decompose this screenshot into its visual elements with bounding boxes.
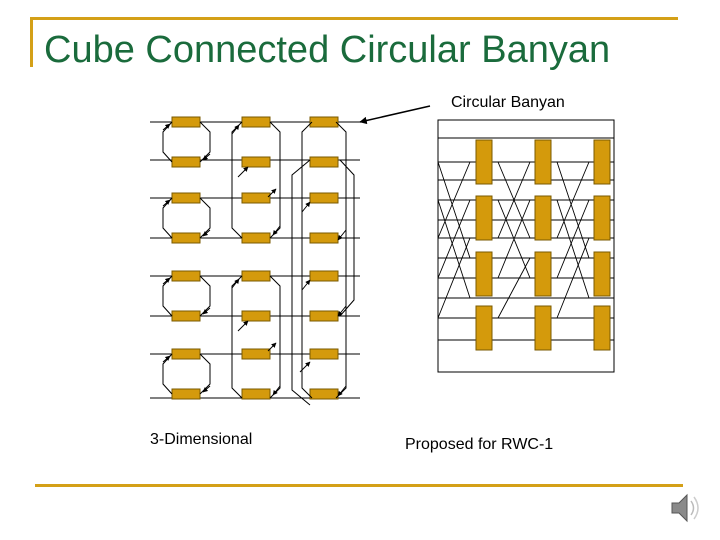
switch-node (309, 232, 339, 244)
link-arrow (162, 123, 171, 131)
switch-node (171, 232, 201, 244)
switch-node (475, 251, 493, 297)
switch-node (593, 139, 611, 185)
link-arrow (202, 307, 211, 315)
loop-connection (199, 197, 211, 239)
link-arrow (237, 166, 249, 178)
switch-node (241, 310, 271, 322)
switch-node (534, 195, 552, 241)
switch-node (475, 305, 493, 351)
switch-node (309, 192, 339, 204)
loop-connection (199, 275, 211, 317)
crossing-link (437, 237, 471, 319)
crossing-link (437, 161, 471, 239)
link-arrow (337, 305, 347, 317)
link-arrow (337, 229, 347, 241)
circular-banyan-label: Circular Banyan (451, 94, 565, 111)
switch-node (309, 116, 339, 128)
loop-connection (231, 121, 243, 239)
proposed-label: Proposed for RWC-1 (405, 436, 554, 453)
switch-node (475, 195, 493, 241)
loop-connection (199, 353, 211, 395)
title-frame-top (30, 17, 678, 20)
switch-node (241, 192, 271, 204)
switch-node (171, 156, 201, 168)
crossing-link (437, 199, 471, 279)
switch-node (241, 156, 271, 168)
title-frame-left (30, 17, 33, 67)
loop-connection (162, 353, 173, 395)
switch-node (241, 348, 271, 360)
crossing-link (497, 199, 531, 279)
link-arrow (162, 199, 171, 207)
link-arrow (237, 320, 249, 332)
link-arrow (231, 278, 240, 289)
footer-rule (35, 484, 683, 487)
crossing-link (556, 199, 590, 279)
speaker-icon[interactable] (668, 490, 704, 526)
link-arrow (202, 229, 211, 237)
loop-connection (291, 159, 311, 406)
crossing-link (556, 199, 590, 299)
link-arrow (301, 201, 311, 213)
link-arrow (299, 361, 311, 373)
crossing-link (497, 257, 531, 319)
switch-node (593, 305, 611, 351)
loop-connection (339, 159, 355, 317)
switch-node (241, 270, 271, 282)
switch-node (241, 116, 271, 128)
crossing-link (556, 161, 590, 259)
crossing-link (497, 161, 531, 239)
loop-connection (269, 275, 281, 399)
loop-connection (301, 121, 313, 399)
switch-node (241, 232, 271, 244)
switch-node (309, 156, 339, 168)
switch-node (593, 251, 611, 297)
switch-node (593, 195, 611, 241)
switch-node (475, 139, 493, 185)
link-arrow (272, 225, 281, 236)
three-dimensional-network (150, 116, 360, 406)
crossing-link (556, 161, 590, 239)
crossing-link (556, 237, 590, 319)
link-arrow (202, 385, 211, 393)
crossing-link (437, 161, 471, 259)
loop-connection (162, 121, 173, 163)
link-arrow (162, 355, 171, 363)
link-arrow (337, 385, 347, 397)
switch-node (171, 116, 201, 128)
loop-connection (162, 197, 173, 239)
circular-banyan-network (437, 119, 615, 373)
slide-title: Cube Connected Circular Banyan (44, 29, 611, 71)
switch-node (534, 305, 552, 351)
switch-node (241, 388, 271, 400)
link-arrow (272, 385, 281, 396)
link-arrow (162, 277, 171, 285)
switch-node (171, 310, 201, 322)
switch-node (309, 270, 339, 282)
switch-node (171, 348, 201, 360)
link-arrow (267, 342, 277, 352)
link-arrow (267, 188, 277, 198)
switch-node (534, 139, 552, 185)
link-arrow (231, 124, 240, 135)
switch-node (309, 310, 339, 322)
loop-connection (269, 121, 281, 239)
switch-node (309, 388, 339, 400)
three-dimensional-label: 3-Dimensional (150, 431, 253, 448)
crossing-link (437, 199, 471, 299)
link-arrow (301, 279, 311, 291)
callout-arrow (359, 105, 431, 125)
loop-connection (231, 275, 243, 399)
loop-connection (162, 275, 173, 317)
link-arrow (202, 153, 211, 161)
switch-node (534, 251, 552, 297)
switch-node (171, 192, 201, 204)
network-frame (437, 119, 615, 373)
loop-connection (199, 121, 211, 163)
switch-node (171, 388, 201, 400)
switch-node (309, 348, 339, 360)
switch-node (171, 270, 201, 282)
